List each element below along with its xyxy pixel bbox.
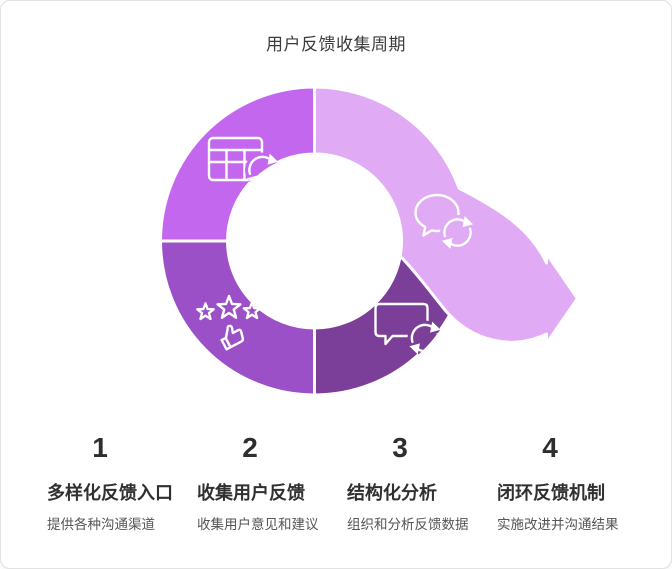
step-column-3: 3 结构化分析 组织和分析反馈数据: [325, 434, 475, 534]
segment-bottom-left: [159, 239, 316, 397]
step-column-4: 4 闭环反馈机制 实施改进并沟通结果: [475, 434, 625, 534]
chat-sync-icon: [414, 193, 477, 252]
step-description: 收集用户意见和建议: [197, 517, 319, 532]
step-column-1: 1 多样化反馈入口 提供各种沟通渠道: [25, 434, 175, 534]
message-sync-icon: [374, 302, 444, 357]
page-title: 用户反馈收集周期: [266, 35, 406, 54]
step-number: 2: [242, 432, 258, 463]
steps-row: 1 多样化反馈入口 提供各种沟通渠道 2 收集用户反馈 收集用户意见和建议 3 …: [25, 434, 625, 534]
step-column-2: 2 收集用户反馈 收集用户意见和建议: [175, 434, 325, 534]
step-number: 1: [92, 432, 108, 463]
step-number: 4: [542, 432, 558, 463]
step-description: 实施改进并沟通结果: [497, 517, 619, 532]
step-heading: 闭环反馈机制: [497, 483, 605, 503]
step-heading: 结构化分析: [347, 483, 437, 503]
step-number: 3: [392, 432, 408, 463]
step-heading: 多样化反馈入口: [47, 483, 173, 503]
step-heading: 收集用户反馈: [197, 483, 305, 503]
rating-thumb-icon: [196, 294, 262, 351]
table-sync-icon: [207, 136, 282, 189]
flow-arrow-segment: [313, 85, 579, 345]
step-description: 提供各种沟通渠道: [47, 517, 155, 532]
sync-arrows-icon: [438, 213, 477, 252]
step-description: 组织和分析反馈数据: [347, 517, 469, 532]
sync-arrows-icon: [243, 151, 282, 189]
segment-top-left: [159, 85, 316, 243]
